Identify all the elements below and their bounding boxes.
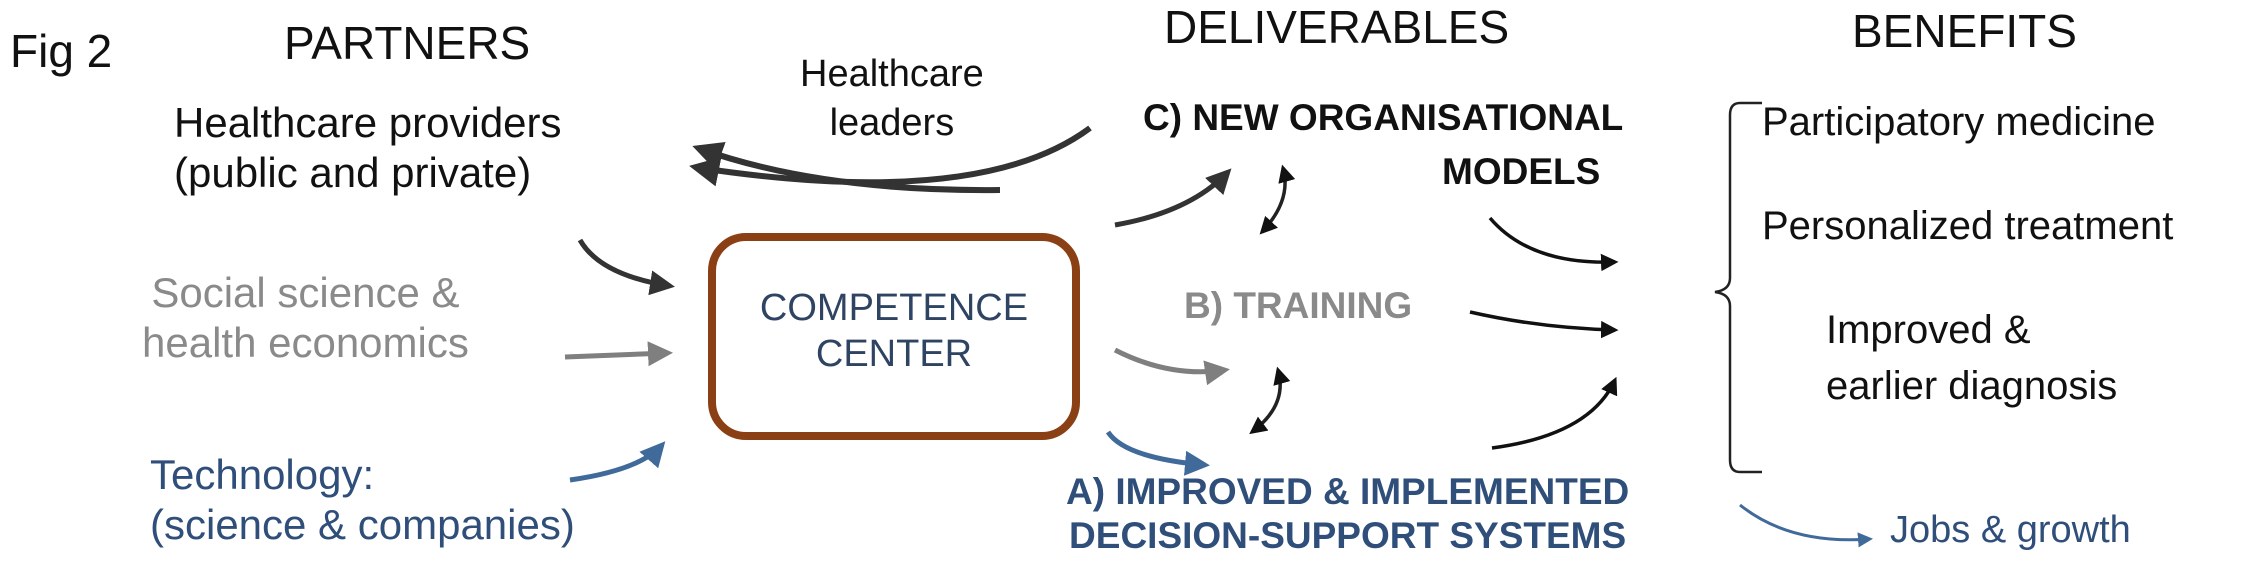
partner-healthcare-providers: Healthcare providers (public and private… xyxy=(174,99,562,197)
arrow-leaders-to-providers xyxy=(689,125,1092,187)
deliverable-c-models-line1: C) NEW ORGANISATIONAL xyxy=(1143,97,1624,138)
arrow-providers-to-center xyxy=(577,238,675,296)
arrow-to-jobs xyxy=(1739,503,1873,548)
arrow-center-to-models xyxy=(1114,168,1232,228)
deliverable-b-training: B) TRAINING xyxy=(1184,285,1413,326)
double-arrow-training-systems xyxy=(1249,366,1291,435)
figure-label: Fig 2 xyxy=(10,25,113,77)
heading-partners: PARTNERS xyxy=(284,17,531,69)
arrow-leaders-tail xyxy=(659,145,700,168)
heading-deliverables: DELIVERABLES xyxy=(1164,1,1510,53)
arrow-leaders-head xyxy=(692,142,1001,194)
deliverable-c-models-line2: MODELS xyxy=(1442,151,1601,192)
benefit-jobs-growth: Jobs & growth xyxy=(1890,509,2131,551)
feedback-label-healthcare-leaders: Healthcare leaders xyxy=(800,53,984,145)
arrow-social-to-center xyxy=(564,341,673,367)
arrow-center-to-systems xyxy=(1105,430,1210,476)
benefit-improved-diagnosis: Improved & earlier diagnosis xyxy=(1826,308,2118,408)
benefits-brace xyxy=(1714,101,1762,474)
deliverable-a-systems: A) IMPROVED & IMPLEMENTED DECISION-SUPPO… xyxy=(1066,471,1630,557)
benefit-personalized-treatment: Personalized treatment xyxy=(1762,204,2174,248)
arrow-technology-to-center xyxy=(569,441,666,483)
partner-technology: Technology: (science & companies) xyxy=(150,451,575,549)
double-arrow-models-training xyxy=(1259,164,1296,235)
partner-social-science: Social science & health economics xyxy=(142,269,469,367)
arrow-center-to-training xyxy=(1113,347,1230,386)
competence-center-label: COMPETENCE CENTER xyxy=(759,287,1029,375)
heading-benefits: BENEFITS xyxy=(1852,5,2077,57)
arrow-models-to-benefits xyxy=(1488,216,1619,272)
competence-center-box xyxy=(708,233,1080,440)
arrow-systems-to-benefits xyxy=(1491,376,1618,450)
arrow-training-to-benefits xyxy=(1469,310,1619,339)
benefit-participatory-medicine: Participatory medicine xyxy=(1762,100,2156,144)
